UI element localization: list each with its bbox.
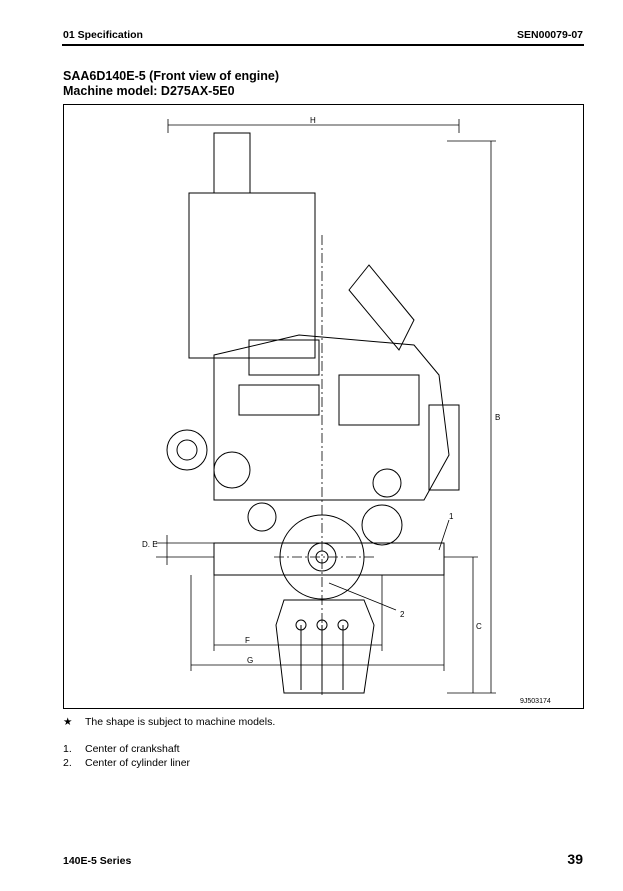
- shape-note: ★ The shape is subject to machine models.: [63, 716, 275, 728]
- title-engine: SAA6D140E-5 (Front view of engine): [63, 69, 280, 83]
- page-number: 39: [567, 851, 583, 867]
- engine-outline: [166, 132, 460, 694]
- dim-label-d-e: D. E: [142, 540, 158, 549]
- dim-label-f: F: [245, 636, 250, 645]
- dim-label-b: B: [495, 413, 500, 422]
- drawing-code: 9J503174: [520, 698, 551, 705]
- header-rule: [62, 44, 584, 46]
- dimension-lines: [156, 119, 496, 695]
- list-item: 2. Center of cylinder liner: [63, 756, 190, 770]
- dim-label-h: H: [310, 116, 316, 125]
- page-title: SAA6D140E-5 (Front view of engine) Machi…: [63, 69, 279, 99]
- footer-series: 140E-5 Series: [63, 855, 132, 867]
- legend-list: 1. Center of crankshaft 2. Center of cylin…: [63, 742, 190, 770]
- header-doc-code: SEN00079-07: [517, 29, 583, 41]
- dim-label-g: G: [247, 656, 253, 665]
- list-item: 1. Center of crankshaft: [63, 742, 190, 756]
- list-item-text: Center of cylinder liner: [85, 757, 191, 769]
- engine-drawing: H B C D. E F G 1 2 9J503174: [142, 116, 551, 705]
- list-item-text: Center of crankshaft: [85, 743, 180, 755]
- leader-lines: [328, 519, 450, 611]
- list-item-number: 2.: [63, 757, 72, 769]
- star-icon: ★: [63, 716, 73, 728]
- callout-1: 1: [449, 512, 454, 521]
- callout-2: 2: [400, 610, 405, 619]
- title-machine-model: Machine model: D275AX-5E0: [63, 84, 235, 98]
- note-text: The shape is subject to machine models.: [85, 716, 276, 728]
- dim-label-c: C: [476, 622, 482, 631]
- list-item-number: 1.: [63, 743, 72, 755]
- header-section: 01 Specification: [63, 29, 143, 41]
- engine-figure: H B C D. E F G 1 2 9J503174: [63, 104, 584, 709]
